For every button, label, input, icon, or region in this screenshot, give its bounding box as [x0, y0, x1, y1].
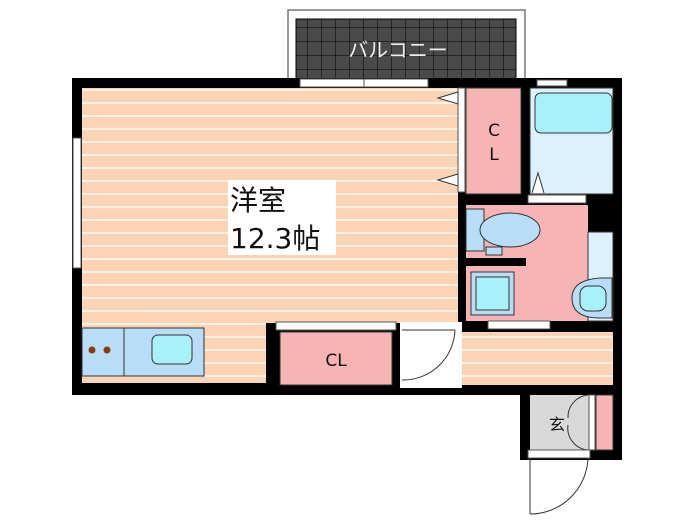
bathtub-icon — [534, 92, 613, 134]
entrance — [530, 395, 590, 450]
door-swing-icon — [401, 329, 456, 381]
stove-burner-icon — [88, 346, 96, 354]
room-name: 洋室 — [230, 184, 286, 217]
balcony-label: バルコニー — [348, 38, 448, 62]
closet-lower — [279, 331, 393, 386]
toilet-icon — [479, 212, 541, 248]
closet-upper-label-l: L — [489, 145, 499, 165]
stove-burner-icon — [103, 346, 111, 354]
closet-upper — [465, 87, 522, 195]
closet-upper-label-c: C — [488, 121, 500, 141]
balcony: バルコニー — [287, 9, 526, 81]
washroom-sliding-door — [487, 320, 551, 330]
shoe-closet — [595, 394, 614, 451]
room-size: 12.3帖 — [230, 222, 320, 255]
side-window — [72, 137, 82, 269]
sink-icon — [151, 334, 193, 365]
closet-sliding-door — [275, 321, 397, 331]
entry-door-icon — [529, 457, 589, 515]
closet-lower-label: CL — [325, 351, 347, 371]
kitchen-counter — [81, 327, 205, 377]
closet-folding-door — [457, 87, 466, 193]
entrance-label: 玄 — [549, 415, 565, 434]
